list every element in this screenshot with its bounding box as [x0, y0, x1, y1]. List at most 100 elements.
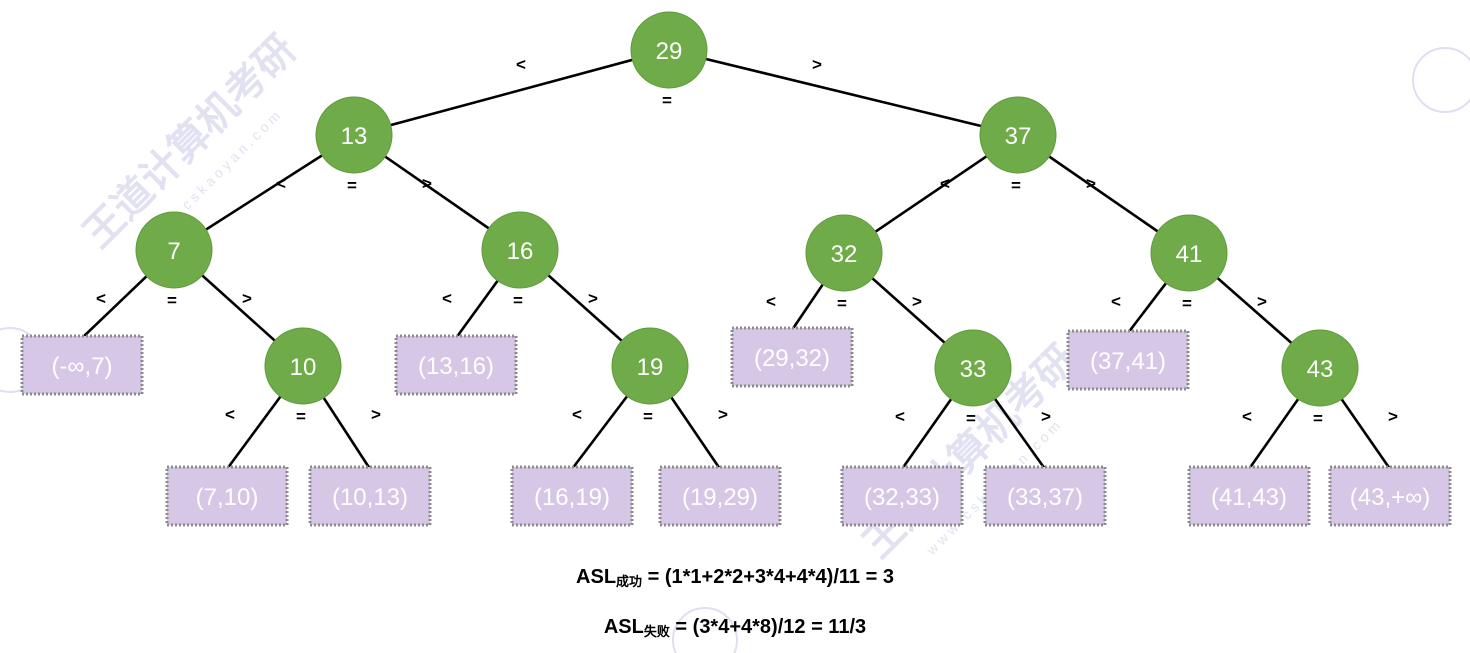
edge-label-greater: > — [718, 405, 728, 424]
failure-leaf: (43,+∞) — [1328, 465, 1452, 527]
failure-leaf-box — [658, 465, 782, 527]
failure-leaf-label: (29,32) — [754, 345, 830, 372]
leaf-layer: (-∞,7) (13,16) (29,32) (37,41) (7,10) (10,13)… — [20, 326, 1452, 527]
edge-label-less: < — [766, 292, 776, 311]
tree-edge — [353, 48, 670, 137]
tree-node-key: 33 — [960, 356, 987, 383]
tree-node: 19 — [611, 327, 689, 405]
asl-success-body: = (1*1+2*2+3*4+4*4)/11 = 3 — [642, 566, 894, 588]
tree-node: 41 — [1150, 214, 1228, 292]
tree-node-circle — [264, 327, 342, 405]
tree-node: 10 — [264, 327, 342, 405]
edge-label-equal: = — [296, 407, 306, 426]
watermark-seal-icon — [1412, 47, 1470, 113]
edge-label-greater: > — [371, 405, 381, 424]
edge-label-equal: = — [167, 291, 177, 310]
failure-leaf: (10,13) — [308, 465, 432, 527]
failure-leaf-box — [394, 334, 518, 396]
edge-label-greater: > — [812, 55, 822, 74]
failure-leaf-label: (19,29) — [682, 484, 758, 511]
edge-label-equal: = — [1182, 294, 1192, 313]
edge-label-greater: > — [588, 289, 598, 308]
asl-failure-formula: ASL失败 = (3*4+4*8)/12 = 11/3 — [0, 616, 1470, 639]
tree-node-circle — [805, 214, 883, 292]
edge-label-less: < — [516, 55, 526, 74]
edge-label-equal: = — [643, 407, 653, 426]
edge-label-less: < — [895, 407, 905, 426]
edge-label-greater: > — [422, 174, 432, 193]
tree-node-key: 32 — [831, 241, 858, 268]
edge-label-equal: = — [513, 291, 523, 310]
failure-leaf-box — [1066, 329, 1190, 391]
failure-leaf: (13,16) — [394, 334, 518, 396]
edge-label-greater: > — [912, 292, 922, 311]
tree-node-circle — [481, 211, 559, 289]
tree-node: 13 — [315, 96, 393, 174]
watermark-seal-icon — [672, 607, 738, 653]
failure-leaf-box — [730, 326, 854, 388]
failure-leaf-box — [840, 465, 964, 527]
failure-leaf: (-∞,7) — [20, 334, 144, 396]
edge-label-less: < — [1111, 292, 1121, 311]
failure-leaf-box — [983, 465, 1107, 527]
failure-leaf-box — [20, 334, 144, 396]
asl-success-prefix: ASL — [576, 566, 617, 588]
edge-label-equal: = — [1011, 176, 1021, 195]
failure-leaf-box — [308, 465, 432, 527]
edge-label-greater: > — [242, 289, 252, 308]
failure-leaf-label: (-∞,7) — [51, 353, 112, 380]
edge-label-less: < — [572, 405, 582, 424]
failure-leaf-label: (7,10) — [196, 484, 259, 511]
asl-failure-prefix: ASL — [603, 616, 644, 638]
failure-leaf: (19,29) — [658, 465, 782, 527]
edge-label-less: < — [96, 289, 106, 308]
failure-leaf-label: (13,16) — [418, 353, 494, 380]
failure-leaf: (29,32) — [730, 326, 854, 388]
failure-leaf-label: (41,43) — [1211, 484, 1287, 511]
failure-leaf: (16,19) — [510, 465, 634, 527]
tree-node-circle — [611, 327, 689, 405]
failure-leaf: (33,37) — [983, 465, 1107, 527]
edge-label-equal: = — [662, 91, 672, 110]
edge-label-layer: <=><=><=><=><=><=><=><=><=><=><=> — [96, 55, 1398, 428]
edge-label-equal: = — [837, 294, 847, 313]
tree-node: 33 — [934, 329, 1012, 407]
failure-leaf: (32,33) — [840, 465, 964, 527]
tree-node-circle — [934, 329, 1012, 407]
failure-leaf-label: (33,37) — [1007, 484, 1083, 511]
edge-label-less: < — [276, 174, 286, 193]
tree-node: 16 — [481, 211, 559, 289]
edge-label-equal: = — [966, 409, 976, 428]
edge-label-less: < — [1242, 407, 1252, 426]
tree-node-key: 43 — [1307, 356, 1334, 383]
edge-label-greater: > — [1388, 407, 1398, 426]
failure-leaf-box — [1328, 465, 1452, 527]
tree-node-key: 16 — [507, 238, 534, 265]
edge-label-less: < — [940, 174, 950, 193]
edge-label-less: < — [225, 405, 235, 424]
edge-label-greater: > — [1086, 174, 1096, 193]
failure-leaf-label: (10,13) — [332, 484, 408, 511]
edge-label-greater: > — [1257, 292, 1267, 311]
failure-leaf-box — [510, 465, 634, 527]
tree-edge — [668, 48, 1019, 137]
failure-leaf-label: (43,+∞) — [1350, 484, 1430, 511]
asl-success-subscript: 成功 — [616, 574, 643, 589]
tree-node-key: 13 — [341, 123, 368, 150]
tree-node: 43 — [1281, 329, 1359, 407]
tree-node: 32 — [805, 214, 883, 292]
tree-node-key: 19 — [637, 354, 664, 381]
failure-leaf-label: (32,33) — [864, 484, 940, 511]
failure-leaf-box — [1187, 465, 1311, 527]
asl-success-formula: ASL成功 = (1*1+2*2+3*4+4*4)/11 = 3 — [0, 566, 1470, 589]
tree-node-circle — [979, 96, 1057, 174]
failure-leaf-box — [165, 465, 289, 527]
tree-node-key: 7 — [167, 238, 180, 265]
tree-node-circle — [1150, 214, 1228, 292]
failure-leaf: (37,41) — [1066, 329, 1190, 391]
tree-node-key: 41 — [1176, 241, 1203, 268]
failure-leaf: (41,43) — [1187, 465, 1311, 527]
tree-node-key: 29 — [656, 38, 683, 65]
tree-node: 29 — [630, 11, 708, 89]
